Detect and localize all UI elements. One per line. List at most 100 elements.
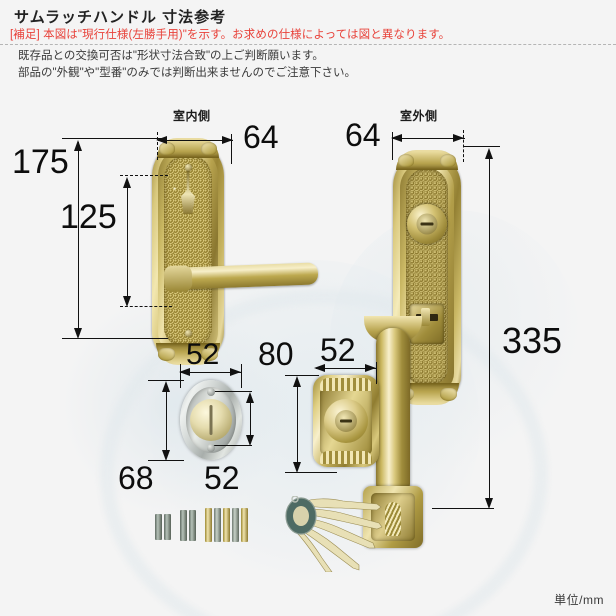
dim-line-64-left	[158, 140, 233, 142]
screw-pin-4	[189, 510, 196, 541]
dim-arrow-52-rose-w	[314, 364, 325, 372]
dim-arrow-175-down	[74, 328, 82, 339]
screw-pin-8	[232, 508, 239, 542]
keys-group	[285, 495, 395, 573]
dim-value-64-right: 64	[345, 117, 381, 153]
dim-arrow-68-down	[162, 450, 170, 461]
cylinder-rose	[313, 375, 379, 467]
cylinder-rose-crown-top	[320, 378, 372, 391]
caution-line-1: 既存品との交換可否は"形状寸法合致"の上ご判断願います。	[18, 50, 324, 62]
screw-pin-9	[241, 508, 248, 542]
dim-arrow-80-down	[293, 462, 301, 473]
dim-arrow-52-turnv-up	[246, 392, 254, 403]
ext-line-335-bottom	[432, 508, 494, 510]
dim-arrow-64-left-east	[222, 136, 233, 144]
screw-pin-2	[164, 514, 171, 540]
exterior-pull-grip	[376, 328, 410, 500]
dim-line-80	[297, 379, 299, 467]
supplement-tag: [補足]	[10, 29, 40, 41]
caution-text: 既存品との交換可否は"形状寸法合致"の上ご判断願います。 部品の"外観"や"型番…	[18, 48, 356, 82]
thumbturn-screw-bottom	[207, 444, 215, 452]
dim-arrow-52-turnv-down	[246, 435, 254, 446]
dim-arrow-64-right-east	[453, 134, 464, 142]
keys-svg	[285, 495, 383, 573]
screw-pin-6	[214, 508, 221, 542]
label-inside: 室内側	[173, 109, 211, 123]
page-title: サムラッチハンドル 寸法参考	[14, 9, 227, 26]
drawing-stage: 室内側 室外側	[0, 90, 616, 616]
header-divider	[0, 44, 616, 45]
ext-line-175-bottom	[62, 338, 168, 340]
ext-line-52-turn-a	[180, 364, 182, 388]
dim-value-68: 68	[118, 460, 154, 496]
thumbturn-screw-top	[207, 388, 215, 396]
screw-pin-7	[223, 508, 230, 542]
screw-pin-5	[205, 508, 212, 542]
dim-line-52-rose	[316, 368, 376, 370]
ext-dash-64-left-a	[157, 132, 158, 160]
thumbturn-knob	[190, 399, 232, 441]
screw-pin-1	[155, 514, 162, 540]
interior-lever-handle	[177, 262, 319, 290]
cylinder-rose-crown-bottom	[320, 451, 372, 464]
dim-line-64-right	[393, 138, 465, 140]
dim-line-52-turnv	[250, 395, 252, 441]
ext-line-64-right-a	[392, 132, 394, 160]
dim-line-68	[166, 384, 168, 456]
dim-value-52-turn-bottom: 52	[204, 460, 240, 496]
interior-screw-top	[185, 164, 192, 171]
ext-line-335-top	[464, 146, 500, 148]
unit-label: 単位/mm	[554, 593, 604, 607]
ext-line-80-top	[285, 375, 319, 377]
dim-value-80: 80	[258, 336, 294, 372]
supplement-note: [補足] 本図は"現行仕様(左勝手用)"を示す。お求めの仕様によっては図と異なり…	[10, 26, 450, 42]
interior-screw-bottom	[185, 330, 192, 337]
dim-arrow-52-rose-e	[365, 364, 376, 372]
dim-value-52-turn-top: 52	[186, 338, 220, 371]
cylinder-rose-keyway	[340, 419, 352, 423]
dim-value-52-rose: 52	[320, 332, 356, 368]
dim-value-64-left: 64	[243, 119, 279, 155]
ext-line-175-top	[62, 138, 166, 140]
dim-arrow-125-up	[123, 177, 131, 188]
dim-arrow-335-up	[485, 148, 493, 159]
dim-arrow-64-right-west	[391, 134, 402, 142]
interior-escutcheon	[152, 138, 224, 365]
ext-line-80-bottom	[285, 472, 337, 474]
screw-pin-3	[180, 510, 187, 541]
dim-value-175: 175	[12, 143, 69, 181]
ext-line-68-top	[148, 380, 184, 382]
thumbturn-rose	[180, 380, 242, 460]
ext-line-52-turnv-top	[210, 391, 252, 393]
label-outside: 室外側	[400, 109, 438, 123]
ext-dash-125-top	[120, 175, 168, 176]
dim-value-125: 125	[60, 198, 117, 236]
dim-arrow-52-turn-w	[179, 368, 190, 376]
exterior-key-cylinder	[407, 204, 447, 244]
dim-line-335	[489, 152, 491, 504]
ext-dash-64-right-b	[463, 130, 464, 162]
dim-arrow-68-up	[162, 381, 170, 392]
interior-scroll-top-ornament	[157, 138, 219, 158]
ext-line-52-turnv-bottom	[212, 445, 252, 447]
exterior-scroll-top-ornament	[396, 150, 458, 170]
dim-line-125	[127, 180, 129, 302]
exterior-escutcheon-texture	[406, 168, 448, 384]
interior-scroll-bottom-ornament	[156, 343, 220, 365]
dim-line-175	[78, 142, 80, 334]
ext-line-64-left-b	[231, 134, 233, 164]
dim-arrow-125-down	[123, 296, 131, 307]
dim-line-52-turn-top	[181, 372, 241, 374]
dim-value-335: 335	[502, 320, 563, 361]
cylinder-keyway	[420, 222, 434, 226]
dim-arrow-335-down	[485, 498, 493, 509]
ext-line-52-turn-b	[241, 364, 243, 388]
dim-arrow-80-up	[293, 376, 301, 387]
dim-arrow-175-up	[74, 140, 82, 151]
caution-line-2: 部品の"外観"や"型番"のみでは判断出来ませんのでご注意下さい。	[18, 67, 356, 79]
supplement-text: 本図は"現行仕様(左勝手用)"を示す。お求めの仕様によっては図と異なります。	[39, 29, 451, 41]
ext-line-52-rose-b	[376, 362, 378, 384]
ext-dash-125-bottom	[120, 306, 172, 307]
dim-arrow-52-turn-e	[230, 368, 241, 376]
